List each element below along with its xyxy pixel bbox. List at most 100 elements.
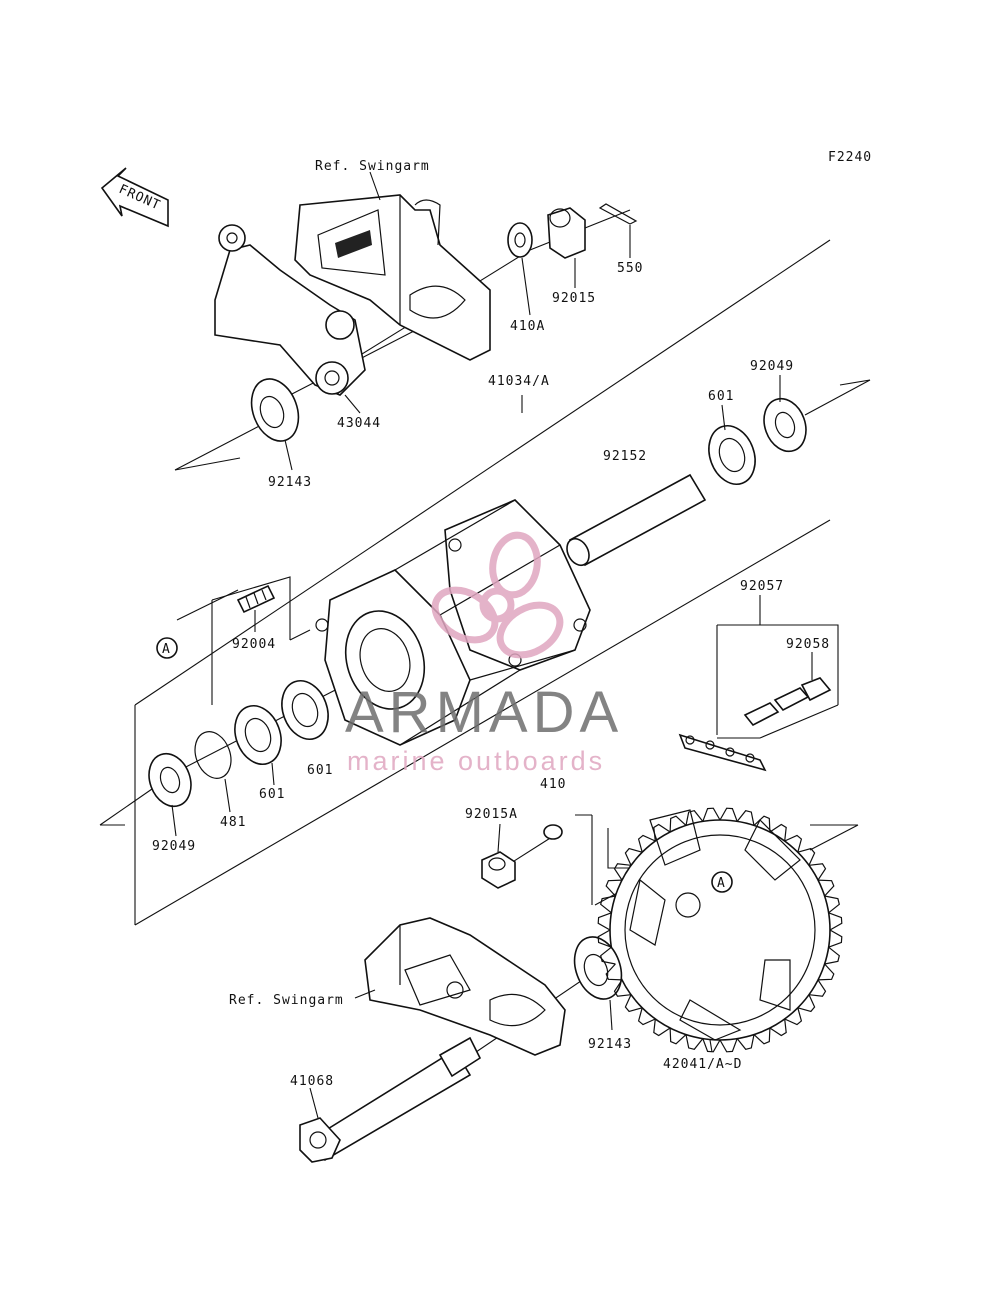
sprocket-tooth bbox=[769, 823, 787, 842]
label-92143-upper: 92143 bbox=[268, 475, 312, 490]
sprocket-tooth bbox=[613, 863, 632, 881]
seal-92049-left bbox=[148, 752, 192, 808]
ref-swingarm-lower: Ref. Swingarm bbox=[229, 993, 344, 1008]
axle-41068 bbox=[299, 1036, 482, 1163]
bearing-601-left-inner bbox=[281, 680, 329, 740]
spacer-92152 bbox=[566, 473, 707, 567]
washer-92015a bbox=[543, 824, 563, 840]
callout-a-left: A bbox=[156, 637, 178, 659]
sprocket-tooth bbox=[817, 879, 835, 897]
sprocket-tooth bbox=[624, 847, 643, 866]
sprocket-tooth bbox=[719, 807, 738, 822]
label-92058: 92058 bbox=[786, 637, 830, 652]
sprocket-tooth bbox=[605, 879, 623, 897]
sprocket-tooth bbox=[702, 807, 721, 822]
label-42041: 42041/A~D bbox=[663, 1057, 742, 1072]
sprocket-tooth bbox=[600, 946, 616, 965]
sprocket-tooth bbox=[637, 1007, 656, 1026]
sprocket-tooth bbox=[736, 1034, 755, 1050]
seal-92049-right bbox=[763, 397, 807, 453]
watermark-logo: ARMADA marine outboards bbox=[345, 531, 623, 776]
washer-410a bbox=[507, 222, 533, 258]
propeller-icon bbox=[431, 531, 564, 659]
callout-a-left-text: A bbox=[162, 642, 171, 657]
label-601-right: 601 bbox=[708, 389, 734, 404]
label-92057: 92057 bbox=[740, 579, 784, 594]
sprocket-tooth bbox=[597, 912, 612, 931]
sprocket-tooth bbox=[719, 1038, 738, 1053]
label-481: 481 bbox=[220, 815, 246, 830]
nut-92015a bbox=[481, 851, 516, 889]
callout-a-right-text: A bbox=[717, 876, 726, 891]
chain-joint-92058 bbox=[743, 677, 832, 727]
collar-92143-lower bbox=[573, 936, 623, 1000]
bearing-601-left-outer bbox=[234, 705, 282, 765]
label-410a: 410A bbox=[510, 319, 545, 334]
watermark-brand: ARMADA bbox=[345, 680, 623, 745]
adjuster-link-43044 bbox=[214, 224, 366, 396]
sprocket-tooth bbox=[784, 834, 803, 853]
sprocket-tooth bbox=[613, 979, 632, 997]
bearing-601-right bbox=[708, 425, 756, 485]
lower-swingarm-part bbox=[364, 917, 566, 1056]
upper-swingarm-part bbox=[294, 194, 491, 361]
sprocket-tooth bbox=[600, 895, 616, 914]
stud-92004 bbox=[236, 584, 276, 614]
sprocket-tooth bbox=[753, 1027, 771, 1045]
label-92049-right: 92049 bbox=[750, 359, 794, 374]
circlip-481 bbox=[194, 731, 232, 779]
sprocket-tooth bbox=[797, 994, 816, 1013]
label-41034a: 41034/A bbox=[488, 374, 550, 389]
label-92015: 92015 bbox=[552, 291, 596, 306]
sprocket-tooth bbox=[685, 1034, 704, 1050]
front-direction-arrow: FRONT bbox=[100, 167, 169, 228]
sprocket-tooth bbox=[637, 834, 656, 853]
sprocket-tooth bbox=[824, 946, 840, 965]
sprocket-tooth bbox=[808, 979, 827, 997]
label-550: 550 bbox=[617, 261, 643, 276]
sprocket-tooth bbox=[669, 1027, 687, 1045]
sprocket-tooth bbox=[808, 863, 827, 881]
sprocket-tooth bbox=[784, 1007, 803, 1026]
label-92004: 92004 bbox=[232, 637, 276, 652]
sprocket-tooth bbox=[736, 810, 755, 826]
sprocket-42041 bbox=[609, 809, 831, 1041]
label-601-middle: 601 bbox=[307, 763, 333, 778]
sprocket-tooth bbox=[824, 895, 840, 914]
label-41068: 41068 bbox=[290, 1074, 334, 1089]
sprocket-teeth bbox=[597, 807, 843, 1053]
sprocket-tooth bbox=[797, 847, 816, 866]
sprocket-tooth bbox=[597, 929, 612, 948]
label-92143-lower: 92143 bbox=[588, 1037, 632, 1052]
label-410: 410 bbox=[540, 777, 566, 792]
sprocket-tooth bbox=[685, 810, 704, 826]
sprocket-tooth bbox=[653, 823, 671, 842]
label-92049-left: 92049 bbox=[152, 839, 196, 854]
nut-92015 bbox=[547, 207, 586, 259]
cotter-pin-550 bbox=[598, 203, 638, 225]
sprocket-tooth bbox=[769, 1018, 787, 1037]
label-43044: 43044 bbox=[337, 416, 381, 431]
sprocket-tooth bbox=[624, 994, 643, 1013]
label-92015a: 92015A bbox=[465, 807, 518, 822]
sprocket-tooth bbox=[828, 912, 843, 931]
sprocket-tooth bbox=[669, 815, 687, 833]
sprocket-tooth bbox=[817, 963, 835, 981]
figure-code: F2240 bbox=[828, 150, 872, 165]
sprocket-tooth bbox=[753, 815, 771, 833]
label-leaders bbox=[171, 171, 813, 1119]
sprocket-tooth bbox=[653, 1018, 671, 1037]
collar-92143-upper bbox=[250, 378, 300, 442]
sprocket-tooth bbox=[828, 929, 843, 948]
label-601-left: 601 bbox=[259, 787, 285, 802]
labels: F2240 Ref. Swingarm Ref. Swingarm 550 92… bbox=[152, 150, 872, 1089]
sprocket-tooth bbox=[702, 1038, 721, 1053]
chain-410 bbox=[678, 733, 767, 772]
watermark-tagline: marine outboards bbox=[347, 746, 605, 776]
callout-a-right: A bbox=[711, 871, 733, 893]
ref-swingarm-upper: Ref. Swingarm bbox=[315, 159, 430, 174]
label-92152: 92152 bbox=[603, 449, 647, 464]
sprocket-tooth bbox=[605, 963, 623, 981]
